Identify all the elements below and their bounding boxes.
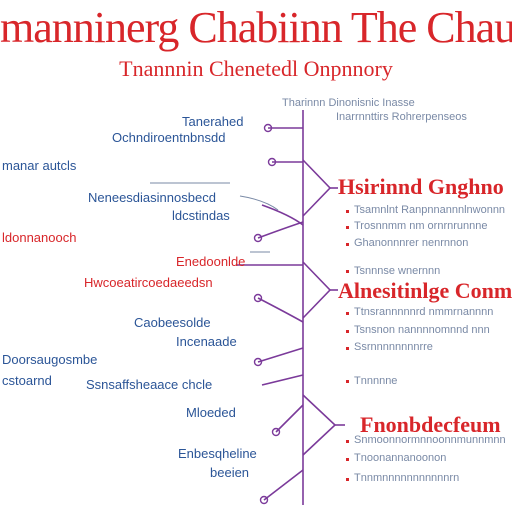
left-label: Ochndiroentnbnsdd xyxy=(112,130,226,145)
left-label: Ssnsaffsheaace chcle xyxy=(86,377,213,392)
chart-subtitle: Tnannnin Chenetedl Onpnnory xyxy=(119,56,393,81)
left-label: cstoarnd xyxy=(2,373,52,388)
chart-title: manninerg Chabiinn The Chaut xyxy=(0,3,512,52)
spur-7 xyxy=(257,347,304,363)
section-item: Tsnnnse wnernnn xyxy=(354,265,441,277)
section-heading: Hsirinnd Gnghno xyxy=(338,174,504,199)
section-item: Tnnmnnnnnnnnnnnrn xyxy=(354,472,460,484)
left-label: beeien xyxy=(210,465,250,480)
left-label: Neneesdiasinnosbecd xyxy=(88,190,216,205)
section-item: Ttnsrannnnnrd nmmrnannnn xyxy=(354,306,494,318)
spur-10 xyxy=(263,469,304,501)
section-item: Trosnnmm nm ornrnrunnne xyxy=(354,220,488,232)
spur-9 xyxy=(275,404,304,433)
left-label: Enbesqheline xyxy=(178,446,257,461)
left-label: Mloeded xyxy=(186,405,236,420)
top-note-line-1: Tharinnn Dinonisnic Inasse xyxy=(282,97,415,109)
top-note-line-2: Inarrnnttirs Rohrerpenseos xyxy=(336,111,467,123)
section-heading: Alnesitinlge Conm xyxy=(338,278,512,303)
section-item: Ssrnnnnnnnnrre xyxy=(354,341,433,353)
branch-2 xyxy=(302,261,332,319)
left-label: Incenaade xyxy=(176,334,237,349)
section-heading: Fnonbdecfeum xyxy=(360,412,501,437)
section-item: Tsamnlnt Ranpnnannnlnwonnn xyxy=(354,204,506,216)
spur-4 xyxy=(257,221,304,239)
section-item: Ghanonnnrer nenrnnon xyxy=(354,237,469,249)
spur-3 xyxy=(261,204,304,226)
spur-6 xyxy=(257,297,304,323)
branch-3 xyxy=(302,394,337,456)
branch-1 xyxy=(302,159,332,217)
left-label: Doorsaugosmbe xyxy=(2,352,98,367)
left-label: Hwcoeatircoedaeedsn xyxy=(84,275,213,290)
left-label: Enedoonlde xyxy=(176,254,246,269)
left-label: manar autcls xyxy=(2,158,77,173)
section-item: Tsnsnon nannnnomnnd nnn xyxy=(354,324,490,336)
section-item: Tnnnnne xyxy=(354,375,398,387)
left-label: Caobeesolde xyxy=(134,315,211,330)
left-label: Tanerahed xyxy=(182,114,244,129)
spur-8 xyxy=(261,374,304,386)
section-item: Snmoonnormnnoonnmunnmnn xyxy=(354,434,506,446)
left-label: ldonnanooch xyxy=(2,230,77,245)
section-item: Tnoonannanoonon xyxy=(354,452,447,464)
left-label: ldcstindas xyxy=(172,208,230,223)
